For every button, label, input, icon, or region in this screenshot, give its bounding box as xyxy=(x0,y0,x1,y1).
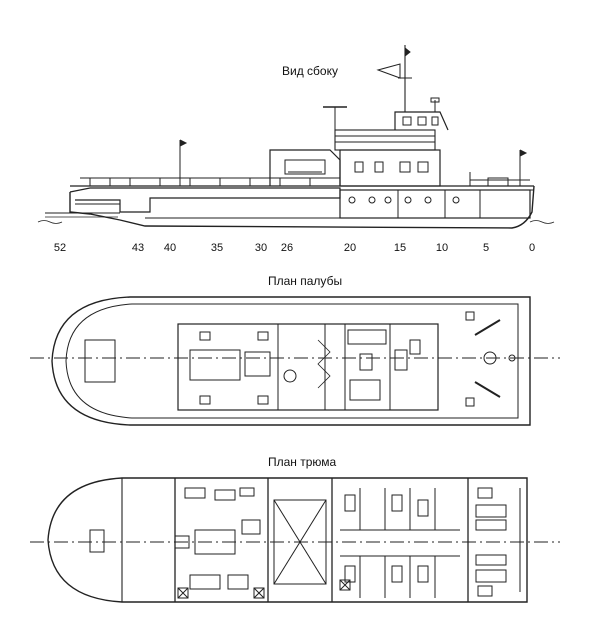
frame-number-20: 20 xyxy=(343,242,357,254)
frame-number-26: 26 xyxy=(280,242,294,254)
frame-number-40: 40 xyxy=(163,242,177,254)
deck-plan-title: План палубы xyxy=(268,274,343,288)
frame-number-35: 35 xyxy=(210,242,224,254)
hold-plan-title: План трюма xyxy=(268,455,337,469)
frame-number-43: 43 xyxy=(131,242,145,254)
frame-number-0: 0 xyxy=(528,242,536,254)
frame-number-52: 52 xyxy=(53,242,67,254)
frame-number-10: 10 xyxy=(435,242,449,254)
frame-number-5: 5 xyxy=(482,242,490,254)
side-view xyxy=(37,45,555,229)
frame-number-15: 15 xyxy=(393,242,407,254)
frame-number-30: 30 xyxy=(254,242,268,254)
hold-plan xyxy=(30,477,560,603)
deck-plan xyxy=(30,296,560,426)
side-view-title: Вид сбоку xyxy=(282,64,338,78)
